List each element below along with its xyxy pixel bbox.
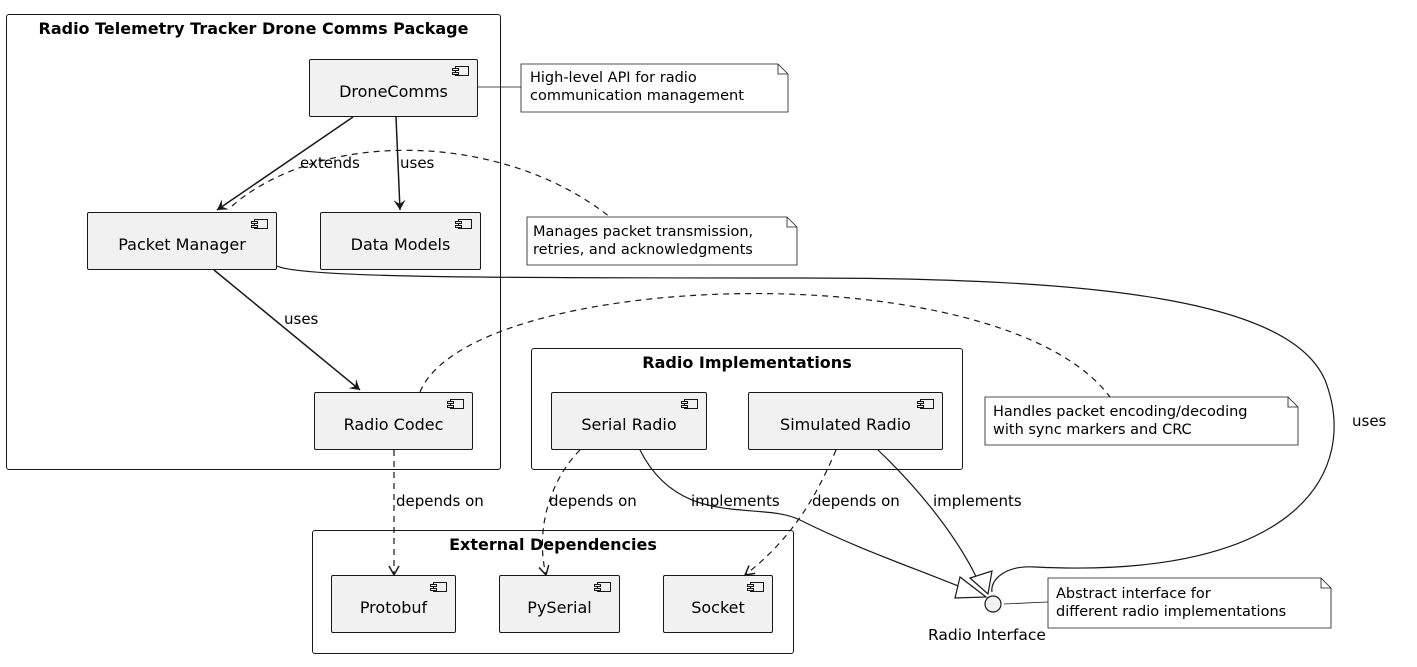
component-dronecomms-label: DroneComms xyxy=(339,81,448,101)
implements-head-simulated xyxy=(968,570,993,596)
edge-implements-simulated xyxy=(877,449,981,586)
package-external-dependencies: External Dependencies xyxy=(312,530,794,654)
component-icon xyxy=(430,582,447,592)
component-icon xyxy=(747,582,764,592)
edge-label-implements-serial: implements xyxy=(691,492,780,510)
component-icon xyxy=(452,66,469,76)
package-radio-implementations-title: Radio Implementations xyxy=(642,353,852,372)
edge-extends xyxy=(216,116,354,211)
component-dronecomms[interactable]: DroneComms xyxy=(309,59,478,117)
component-socket-label: Socket xyxy=(691,597,745,617)
note-radiocodec-text: Handles packet encoding/decoding with sy… xyxy=(993,404,1248,438)
package-external-dependencies-title: External Dependencies xyxy=(449,535,657,554)
edge-uses-datamodels xyxy=(393,116,406,211)
radio-interface-circle xyxy=(984,595,1002,613)
component-simulated-radio[interactable]: Simulated Radio xyxy=(748,392,943,450)
note-interface-connector xyxy=(1003,601,1049,605)
edge-uses-codec xyxy=(213,269,361,391)
note-interface-text: Abstract interface for different radio i… xyxy=(1056,586,1287,620)
component-data-models[interactable]: Data Models xyxy=(320,212,481,270)
package-radio-implementations: Radio Implementations xyxy=(531,348,963,470)
package-drone-comms: Radio Telemetry Tracker Drone Comms Pack… xyxy=(6,14,501,470)
implements-head-serial xyxy=(954,575,988,599)
note-packetmanager-text: Manages packet transmission, retries, an… xyxy=(533,224,754,258)
component-radio-codec[interactable]: Radio Codec xyxy=(314,392,473,450)
component-protobuf[interactable]: Protobuf xyxy=(331,575,456,633)
edge-label-implements-simulated: implements xyxy=(933,492,1022,510)
note-packetmanager-connector xyxy=(231,149,611,218)
edge-label-uses-codec: uses xyxy=(284,310,319,328)
edge-label-depends-socket: depends on xyxy=(812,492,900,510)
package-drone-comms-title: Radio Telemetry Tracker Drone Comms Pack… xyxy=(38,19,469,38)
component-packet-manager[interactable]: Packet Manager xyxy=(87,212,277,270)
radio-interface-label: Radio Interface xyxy=(928,626,1046,644)
note-radiocodec-shape xyxy=(984,396,1299,446)
component-serial-radio-label: Serial Radio xyxy=(581,414,677,434)
edge-label-depends-protobuf: depends on xyxy=(396,492,484,510)
component-simulated-radio-label: Simulated Radio xyxy=(780,414,911,434)
edge-implements-serial xyxy=(639,449,969,591)
component-radio-codec-label: Radio Codec xyxy=(343,414,444,434)
component-protobuf-label: Protobuf xyxy=(359,597,428,617)
edge-label-uses-datamodels: uses xyxy=(400,154,435,172)
edge-depends-pyserial xyxy=(538,449,581,577)
component-icon xyxy=(251,219,268,229)
component-icon xyxy=(681,399,698,409)
component-socket[interactable]: Socket xyxy=(663,575,773,633)
edge-label-uses-interface: uses xyxy=(1352,412,1387,430)
component-serial-radio[interactable]: Serial Radio xyxy=(551,392,707,450)
edge-uses-interface xyxy=(276,265,1335,593)
note-dronecomms-shape xyxy=(520,63,789,113)
note-dronecomms-text: High-level API for radio communication m… xyxy=(530,70,744,104)
component-icon xyxy=(455,219,472,229)
edge-label-extends: extends xyxy=(300,154,360,172)
note-packetmanager-shape xyxy=(526,216,798,266)
component-packet-manager-label: Packet Manager xyxy=(118,234,246,254)
edge-depends-socket xyxy=(743,449,837,576)
note-interface-shape xyxy=(1047,577,1332,629)
component-pyserial[interactable]: PySerial xyxy=(499,575,620,633)
component-icon xyxy=(917,399,934,409)
note-radiocodec-connector xyxy=(419,293,1111,398)
component-data-models-label: Data Models xyxy=(350,234,451,254)
edge-label-depends-pyserial: depends on xyxy=(549,492,637,510)
component-icon xyxy=(594,582,611,592)
component-pyserial-label: PySerial xyxy=(527,597,592,617)
component-icon xyxy=(447,399,464,409)
